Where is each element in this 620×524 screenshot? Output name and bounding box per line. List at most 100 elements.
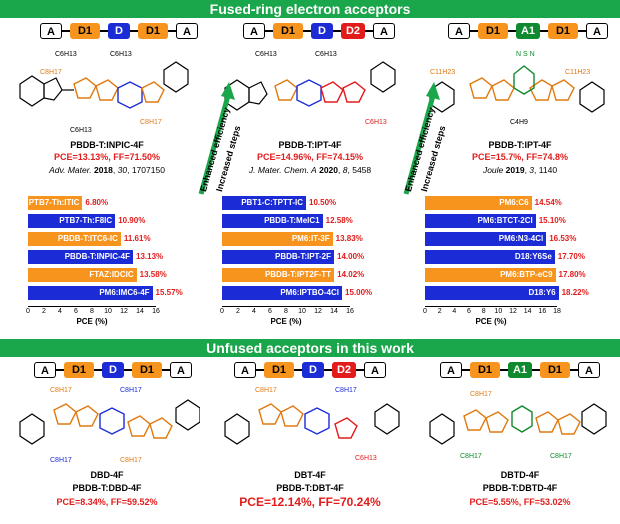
banner-fused: Fused-ring electron acceptors [0, 0, 620, 18]
molecule-ipt-4f-2: N S N C11H23 C11H23 C4H9 [429, 51, 605, 126]
chart-value-label: 17.70% [557, 252, 585, 261]
pce-bottom-2: PCE=12.14%, FF=70.24% [239, 495, 381, 509]
chart-tick-label: 12 [314, 308, 322, 315]
block-a: A [176, 23, 198, 39]
chart-value-label: 10.50% [309, 198, 337, 207]
pce-top-2: PCE=14.96%, FF=74.15% [256, 152, 364, 162]
block-d: D [302, 362, 324, 378]
sub-c8h17-10: C8H17 [460, 453, 482, 460]
sub-c8h17-1: C8H17 [40, 69, 62, 76]
chart-bar: D18:Y6Se [425, 250, 555, 264]
chart-value-label: 18.22% [561, 288, 589, 297]
schematic-top-2: A D1 D D2 A [243, 22, 395, 40]
chart-bar: PM6:IPTBO-4Cl [222, 286, 342, 300]
chart-value-label: 15.00% [345, 288, 373, 297]
block-a: A [578, 362, 600, 378]
chart-tick-label: 14 [523, 308, 532, 315]
chart-value-label: 10.90% [118, 216, 146, 225]
chart-bar: PBT1-C:TPTT-IC [222, 196, 306, 210]
block-a: A [364, 362, 386, 378]
sub-c6h13-5: C6H13 [315, 51, 337, 58]
ref-top-3: Joule 2019, 3, 1140 [482, 165, 558, 175]
chart-bar: PM6:BTP-eC9 [425, 268, 556, 282]
block-a: A [243, 23, 265, 39]
chart-bar: PBDB-T:MeIC1 [222, 214, 323, 228]
block-d2: D2 [341, 23, 365, 39]
chart-tick-label: 2 [236, 308, 240, 315]
sub-c8h17-8: C8H17 [335, 387, 357, 394]
sub-c6h13-3: C6H13 [70, 127, 92, 134]
chart-tick-label: 4 [58, 308, 62, 315]
sub-c11h23-1: C11H23 [430, 69, 455, 76]
chart-value-label: 15.57% [155, 288, 183, 297]
block-d: D [102, 362, 124, 378]
chart-bar: FTAZ:IDCIC [28, 268, 137, 282]
block-d: D [311, 23, 333, 39]
name-bottom-1: PBDB-T:DBD-4F [72, 483, 142, 493]
block-d1: D1 [470, 362, 500, 378]
sub-c6h13-1: C6H13 [55, 51, 77, 58]
ref-top-2: J. Mater. Chem. A 2020, 8, 5458 [248, 165, 372, 175]
chart-tick-label: 0 [423, 308, 427, 315]
sub-c8h17-6: C8H17 [120, 457, 142, 464]
sub-c11h23-2: C11H23 [565, 69, 590, 76]
chart-x-axis-label: PCE (%) [76, 317, 108, 326]
molecule-dbt-4f: C8H17 C8H17 C6H13 [224, 387, 400, 462]
pce-top-1: PCE=13.13%, FF=71.50% [53, 152, 161, 162]
chart-tick-label: 14 [136, 308, 144, 315]
block-a: A [586, 23, 608, 39]
chart-tick-label: 2 [437, 308, 442, 315]
molecule-dbtd-4f: C8H17 C8H17 C8H17 [429, 391, 607, 460]
block-a: A [170, 362, 192, 378]
chart-value-label: 15.10% [538, 216, 566, 225]
arrow-progress-2 [403, 82, 440, 195]
sub-c4h9: C4H9 [510, 119, 528, 126]
chart-tick-label: 16 [538, 308, 547, 315]
block-d1: D1 [540, 362, 570, 378]
block-a: A [373, 23, 395, 39]
chart-bar: PM6:IMC6-4F [28, 286, 153, 300]
chart-value-label: 13.58% [139, 270, 167, 279]
sub-c8h17-11: C8H17 [550, 453, 572, 460]
chart-tick-label: 6 [268, 308, 272, 315]
chart-tick-label: 18 [553, 308, 561, 315]
sub-c8h17-3: C8H17 [50, 387, 72, 394]
block-d1: D1 [138, 23, 168, 39]
chart-value-label: 6.80% [85, 198, 109, 207]
chart-tick-label: 16 [152, 308, 160, 315]
chart-bar: PM6:IT-3F [222, 232, 333, 246]
chart-bar: PBDB-T:IPT2F-TT [222, 268, 335, 282]
chart-bar: PM6:N3-4Cl [425, 232, 547, 246]
chart-tick-label: 8 [90, 308, 94, 315]
chart-tick-label: 2 [42, 308, 46, 315]
chart-value-label: 16.53% [549, 234, 577, 243]
pce-top-3: PCE=15.7%, FF=74.8% [471, 152, 569, 162]
block-a1: A1 [508, 362, 532, 378]
chart-tick-label: 0 [26, 308, 30, 315]
chart-x-axis-label: PCE (%) [270, 317, 302, 326]
block-d1: D1 [64, 362, 94, 378]
chart-x-axis [28, 306, 156, 307]
chart-tick-label: 6 [74, 308, 78, 315]
arrow-progress-1 [198, 82, 235, 195]
sub-c8h17-9: C8H17 [470, 391, 492, 398]
sub-c6h13-4: C6H13 [255, 51, 277, 58]
name-top-3: PBDB-T:IPT-4F [488, 140, 552, 150]
abbr-bottom-3: DBTD-4F [500, 470, 540, 480]
name-top-1: PBDB-T:INPIC-4F [70, 140, 144, 150]
chart-tick-label: 8 [481, 308, 486, 315]
chart-bar: PM6:BTCT-2Cl [425, 214, 536, 228]
chart-value-label: 14.02% [337, 270, 365, 279]
block-d1: D1 [70, 23, 100, 39]
abbr-bottom-1: DBD-4F [90, 470, 124, 480]
block-d1: D1 [273, 23, 303, 39]
chart-tick-label: 14 [330, 308, 338, 315]
sub-c8h17-7: C8H17 [255, 387, 277, 394]
chart-value-label: 17.80% [558, 270, 586, 279]
chart-bar: PTB7-Th:ITIC [28, 196, 83, 210]
